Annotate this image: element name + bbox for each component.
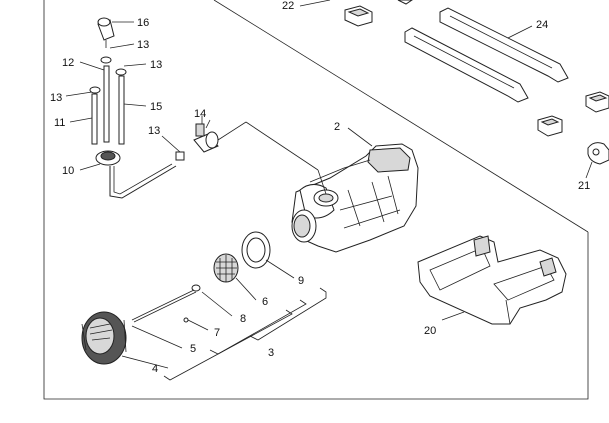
callout-15: 15 — [150, 101, 162, 113]
callout-20: 20 — [424, 325, 436, 337]
clip-parts-right — [537, 91, 609, 137]
callout-7: 7 — [214, 327, 220, 339]
callout-11: 11 — [54, 117, 65, 129]
callout-3: 3 — [268, 347, 274, 359]
clamp-part-21 — [585, 142, 609, 179]
callout-2: 2 — [334, 121, 340, 133]
callout-24: 24 — [536, 19, 548, 31]
callout-12: 12 — [62, 57, 74, 69]
callout-labels: 22 24 16 13 12 13 13 15 11 14 13 2 10 21… — [50, 0, 590, 375]
callout-10: 10 — [62, 165, 74, 177]
callout-6: 6 — [262, 296, 268, 308]
screen-part-6 — [213, 253, 239, 283]
callout-8: 8 — [240, 313, 246, 325]
valve-part-14 — [193, 116, 327, 195]
fuel-tank-part-2 — [291, 143, 419, 253]
callout-5: 5 — [190, 343, 196, 355]
callout-leaders — [65, 21, 465, 381]
pickup-assembly — [89, 17, 177, 199]
diagram-frame — [43, 0, 589, 400]
bracket-part-20 — [417, 235, 567, 325]
gasket-part-9 — [241, 231, 271, 269]
clip-parts-22 — [299, 0, 413, 27]
callout-16: 16 — [137, 17, 149, 29]
callout-14: 14 — [194, 108, 206, 120]
strap-part-24 — [404, 7, 569, 103]
callout-4: 4 — [152, 363, 158, 375]
small-parts-7-8 — [131, 284, 201, 323]
callout-9: 9 — [298, 275, 304, 287]
connector-part-13 — [161, 135, 185, 161]
callout-21: 21 — [578, 180, 590, 192]
callout-13-top: 13 — [137, 39, 149, 51]
fuel-cap-part-4 — [81, 311, 127, 365]
callout-13-right: 13 — [150, 59, 162, 71]
callout-13-left: 13 — [50, 92, 62, 104]
callout-22: 22 — [282, 0, 294, 12]
callout-13-mid: 13 — [148, 125, 160, 137]
